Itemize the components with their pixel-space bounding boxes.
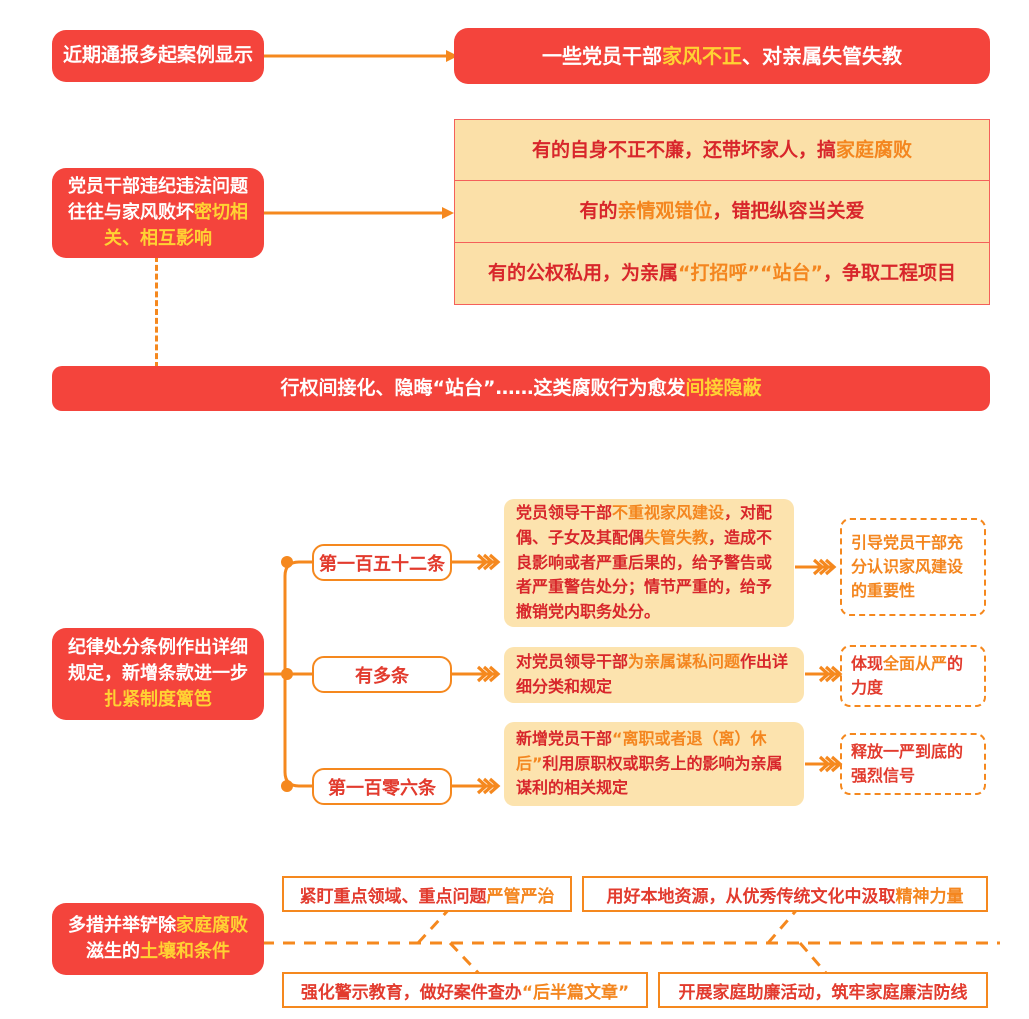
headline-highlight: 家风不正 [662,43,742,68]
measure-top-right-text: 用好本地资源，从优秀传统文化中汲取精神力量 [606,886,964,907]
article-pill-1-label: 第一百五十二条 [319,553,445,575]
dashed-connector-vertical [155,256,158,368]
middle-lead-box: 纪律处分条例作出详细规定，新增条款进一步扎紧制度篱笆 [52,628,264,720]
article-detail-1-text: 党员领导干部不重视家风建设，对配偶、子女及其配偶失管失教，造成不良影响或者严重后… [516,503,773,622]
arrow-detail-to-outcome-3 [805,755,843,773]
cause-row-3-text: 有的公权私用，为亲属“打招呼”“站台”，争取工程项目 [488,262,956,285]
article-detail-2: 对党员领导干部为亲属谋私问题作出详细分类和规定 [504,647,804,703]
article-outcome-1-text: 引导党员干部充分认识家风建设的重要性 [851,533,964,600]
cause-pre: 党员干部违纪违法问题往往与家风败坏 [68,175,248,223]
branch-connector-middle [263,560,312,788]
cause-row-1: 有的自身不正不廉，还带坏家人，搞家庭腐败 [454,119,990,181]
article-pill-2[interactable]: 有多条 [312,656,452,693]
middle-lead-text: 纪律处分条例作出详细规定，新增条款进一步扎紧制度篱笆 [68,636,248,711]
article-pill-2-label: 有多条 [355,665,409,687]
arrow-pill-to-detail-3 [452,777,501,795]
article-outcome-2: 体现全面从严的力度 [840,645,986,707]
branch-dot-icon [281,556,293,568]
bottom-diagonals [416,904,834,982]
arrow-cause-to-rows [263,207,454,219]
headline-text: 一些党员干部家风不正、对亲属失管失教 [542,42,902,71]
arrow-pill-to-detail-2 [452,665,501,683]
cause-row-3: 有的公权私用，为亲属“打招呼”“站台”，争取工程项目 [454,243,990,305]
article-outcome-2-text: 体现全面从严的力度 [851,654,964,697]
measure-box-top-left: 紧盯重点领域、重点问题严管严治 [282,876,572,912]
cause-box: 党员干部违纪违法问题往往与家风败坏密切相关、相互影响 [52,168,264,258]
source-label-text: 近期通报多起案例显示 [62,44,253,67]
headline-pre: 一些党员干部 [542,43,662,68]
cause-highlight: 密切相关、相互影响 [104,201,248,250]
article-pill-3-label: 第一百零六条 [328,777,436,799]
arrow-pill-to-detail-1 [452,553,501,571]
measure-box-bottom-right: 开展家庭助廉活动，筑牢家庭廉洁防线 [658,972,988,1008]
article-pill-1[interactable]: 第一百五十二条 [312,544,452,581]
article-detail-2-text: 对党员领导干部为亲属谋私问题作出详细分类和规定 [516,652,789,696]
article-outcome-3: 释放一严到底的强烈信号 [840,733,986,795]
headline-box: 一些党员干部家风不正、对亲属失管失教 [454,28,990,84]
source-label-box: 近期通报多起案例显示 [52,30,264,82]
bottom-lead-box: 多措并举铲除家庭腐败滋生的土壤和条件 [52,903,264,975]
measure-top-left-text: 紧盯重点领域、重点问题严管严治 [299,886,555,907]
arrow-detail-to-outcome-2 [805,665,843,683]
arrow-detail-to-outcome-1 [795,558,837,576]
article-detail-3-text: 新增党员干部“离职或者退（离）休后”利用原职权或职务上的影响为亲属谋利的相关规定 [516,728,783,798]
branch-dot-icon [281,668,293,680]
cause-text: 党员干部违纪违法问题往往与家风败坏密切相关、相互影响 [62,174,254,252]
measure-box-bottom-left: 强化警示教育，做好案件查办“后半篇文章” [282,972,648,1008]
article-detail-1: 党员领导干部不重视家风建设，对配偶、子女及其配偶失管失教，造成不良影响或者严重后… [504,499,794,627]
branch-dot-icon [281,780,293,792]
article-outcome-3-text: 释放一严到底的强烈信号 [851,742,964,785]
article-outcome-1: 引导党员干部充分认识家风建设的重要性 [840,518,986,616]
bottom-lead-text: 多措并举铲除家庭腐败滋生的土壤和条件 [68,914,248,962]
arrow-source-to-headline [262,50,458,62]
cause-row-2: 有的亲情观错位，错把纵容当关爱 [454,181,990,243]
article-pill-3[interactable]: 第一百零六条 [312,768,452,805]
article-detail-3: 新增党员干部“离职或者退（离）休后”利用原职权或职务上的影响为亲属谋利的相关规定 [504,722,804,806]
measure-box-top-right: 用好本地资源，从优秀传统文化中汲取精神力量 [582,876,988,912]
cause-row-2-text: 有的亲情观错位，错把纵容当关爱 [579,200,865,223]
top-banner: 行权间接化、隐晦“站台”……这类腐败行为愈发间接隐蔽 [52,366,990,411]
top-banner-text: 行权间接化、隐晦“站台”……这类腐败行为愈发间接隐蔽 [280,376,762,399]
measure-bottom-right-text: 开展家庭助廉活动，筑牢家庭廉洁防线 [678,982,968,1003]
headline-post: 、对亲属失管失教 [742,43,902,68]
measure-bottom-left-text: 强化警示教育，做好案件查办“后半篇文章” [300,982,630,1003]
cause-row-1-text: 有的自身不正不廉，还带坏家人，搞家庭腐败 [531,138,913,161]
